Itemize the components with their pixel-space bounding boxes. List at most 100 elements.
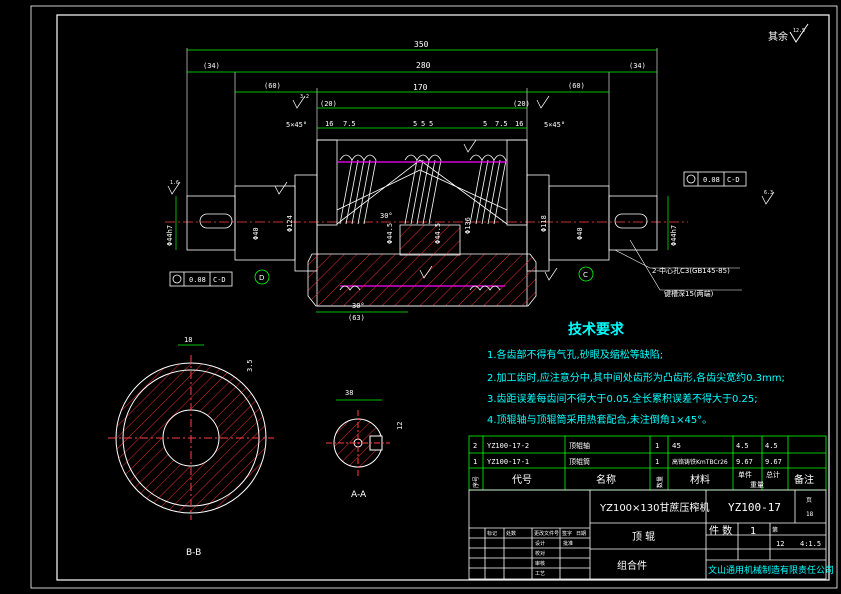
svg-text:单件: 单件 — [738, 470, 752, 479]
roughness-others: 其余 12.5 — [768, 23, 809, 43]
dim-m16-left: 16 — [325, 120, 333, 128]
parts-header: 序号 代号 名称 数量 材料 单件 总计 重量 备注 — [472, 470, 814, 489]
outer-frame — [30, 5, 838, 589]
title-block-text: YZ100×130甘蔗压榨机 YZ100-17 页 18 顶 辊 件 数 1 第… — [487, 497, 834, 577]
tolerance-frame-left: 0.08 C-D — [169, 271, 233, 287]
svg-text:顶辊轴: 顶辊轴 — [569, 441, 590, 450]
dim-right-end: (34) — [629, 62, 646, 70]
tech-title: 技术要求 — [568, 321, 625, 338]
dim-left-sub: (60) — [264, 82, 281, 90]
runout-right-icon — [686, 174, 696, 184]
dim-chamfer-left: 5×45° — [286, 121, 307, 129]
count-value: 1 — [750, 526, 756, 537]
bb-dim-w: 18 — [184, 336, 192, 344]
svg-text:标记: 标记 — [487, 530, 497, 537]
tooth-v-lines — [336, 159, 508, 225]
dim-chamfer-right: 5×45° — [544, 121, 565, 129]
assembly-label: 组合件 — [617, 559, 647, 572]
roughness-others-value: 12.5 — [793, 28, 805, 34]
svg-text:45: 45 — [672, 442, 681, 450]
part-name: 顶 辊 — [632, 530, 655, 543]
tech-item-1: 1.各齿部不得有气孔,砂眼及缩松等缺陷; — [487, 348, 663, 361]
dim-span: 280 — [416, 61, 431, 70]
extension-lines — [186, 48, 658, 196]
dim-angle-bottom: 30° — [352, 302, 365, 310]
teeth-right — [469, 154, 507, 225]
svg-text:YZ100-17-1: YZ100-17-1 — [487, 458, 529, 466]
svg-text:日期: 日期 — [576, 531, 586, 537]
aa-dim-top: 38 — [345, 389, 353, 397]
dim-m5c: 5 — [429, 120, 433, 128]
svg-text:代号: 代号 — [512, 474, 532, 486]
svg-text:0.08: 0.08 — [703, 176, 720, 184]
page-label: 页 — [806, 497, 812, 504]
svg-text:工艺: 工艺 — [535, 571, 545, 577]
svg-text:批准: 批准 — [563, 540, 573, 547]
dimension-lines — [175, 49, 669, 313]
section-aa-label: A-A — [351, 490, 367, 500]
svg-text:设计: 设计 — [535, 540, 545, 547]
title-block — [468, 489, 827, 580]
count-label: 件 数 — [709, 524, 732, 537]
svg-text:4.5: 4.5 — [736, 442, 749, 450]
roughness-value-b: 1.6 — [170, 180, 179, 186]
roughness-marks — [167, 95, 775, 281]
svg-text:高铬铸铁KmTBCr26: 高铬铸铁KmTBCr26 — [672, 458, 728, 466]
dim-left-shaft: Φ44h7 — [166, 225, 174, 246]
hub-section — [399, 224, 461, 256]
runout-left-icon — [172, 274, 182, 284]
drum-section-hatch — [307, 253, 537, 307]
technical-requirements: 技术要求 1.各齿部不得有气孔,砂眼及缩松等缺陷; 2.加工齿时,应注意分中,其… — [487, 321, 785, 426]
tolerance-frame-right: 0.08 C-D — [683, 171, 747, 187]
svg-text:数量: 数量 — [656, 476, 664, 488]
dim-left-20: (20) — [320, 100, 337, 108]
lower-teeth — [339, 285, 501, 291]
dim-mid2: Φ44.5 — [434, 223, 442, 244]
svg-text:总计: 总计 — [766, 470, 780, 479]
sheet-total: 12 — [776, 540, 784, 548]
svg-text:签字: 签字 — [562, 530, 572, 537]
note-center-hole: 2-中心孔C3(GB145-85) — [652, 266, 730, 275]
datum-d-circle — [254, 269, 270, 285]
teeth-left — [339, 154, 377, 225]
datum-c-circle — [578, 266, 594, 282]
page-number: 18 — [806, 511, 814, 518]
svg-text:1: 1 — [473, 458, 477, 466]
sheet-label: 第 — [772, 526, 778, 534]
bb-dim-h: 3.5 — [246, 359, 254, 372]
dim-right-journal: Φ40 — [576, 227, 584, 240]
right-shaft-end — [608, 195, 658, 251]
right-keyway — [614, 213, 648, 229]
parts-row-2: 2 YZ100-17-2 顶辊轴 1 45 4.5 4.5 — [473, 441, 778, 450]
teeth-center — [404, 154, 442, 225]
svg-text:名称: 名称 — [596, 473, 616, 486]
drawing-number: YZ100-17 — [728, 501, 781, 514]
drum-flange-left — [316, 139, 338, 226]
dim-m5d: 5 — [483, 120, 487, 128]
scale: 4:1.5 — [800, 540, 821, 548]
datum-c-label: C — [583, 271, 588, 279]
svg-text:9.67: 9.67 — [736, 458, 753, 466]
svg-text:审核: 审核 — [535, 560, 545, 567]
company-name: 文山通用机械制造有限责任公司 — [708, 564, 834, 576]
svg-text:4.5: 4.5 — [765, 442, 778, 450]
datum-d-label: D — [259, 274, 264, 282]
dim-angle: 30° — [380, 212, 393, 220]
svg-text:1: 1 — [655, 442, 659, 450]
dim-118: Φ118 — [540, 215, 548, 232]
dim-mid1: Φ44.5 — [386, 223, 394, 244]
dim-overall: 350 — [414, 40, 429, 49]
dim-m16-right: 16 — [515, 120, 523, 128]
dim-right-shaft: Φ44h7 — [670, 225, 678, 246]
tech-item-3: 3.齿距误差每齿间不得大于0.05,全长累积误差不得大于0.25; — [487, 392, 758, 405]
svg-text:YZ100-17-2: YZ100-17-2 — [487, 442, 529, 450]
dim-right-20: (20) — [513, 100, 530, 108]
svg-text:材料: 材料 — [690, 473, 710, 486]
note-keyway: 键槽深15(两端) — [664, 289, 714, 298]
dim-124: Φ124 — [286, 215, 294, 232]
svg-text:C-D: C-D — [727, 176, 740, 184]
dim-m5b: 5 — [421, 120, 425, 128]
svg-text:1: 1 — [655, 458, 659, 466]
dim-136: Φ136 — [464, 217, 472, 234]
